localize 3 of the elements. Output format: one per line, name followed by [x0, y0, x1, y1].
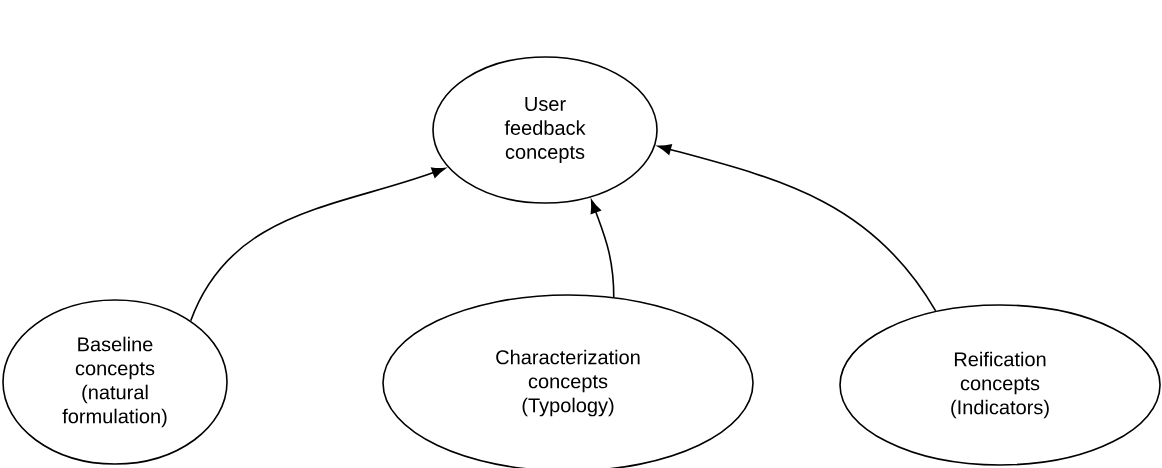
arrow	[657, 144, 937, 312]
arrow	[590, 199, 615, 298]
arrow	[189, 167, 446, 322]
